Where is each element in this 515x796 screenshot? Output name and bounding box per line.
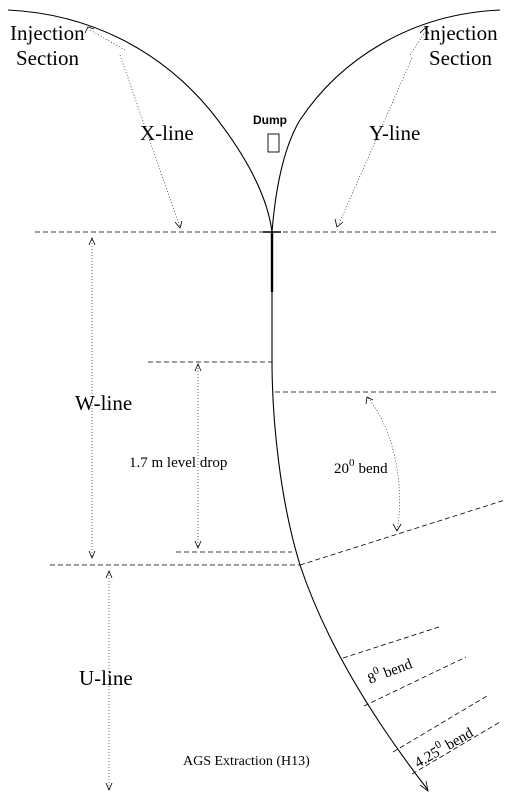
- bend20-word: bend: [359, 461, 389, 477]
- dump-box: [267, 133, 280, 153]
- bend20-value: 20: [334, 461, 349, 477]
- injection-left-word2: Section: [16, 46, 79, 70]
- u-line-arrowhead-bottom: [105, 782, 113, 792]
- bend425-line-lower: [411, 721, 501, 775]
- level-drop-label: 1.7 m level drop: [129, 455, 227, 471]
- bend20-arc: [367, 397, 400, 531]
- y-line-pointer-down: [337, 57, 413, 227]
- x-line-arrowhead-down: [174, 220, 183, 229]
- y-line-arrowhead-down: [334, 218, 344, 228]
- level-drop-arrowhead-bottom: [194, 540, 202, 550]
- y-line-label: Y-line: [369, 121, 420, 145]
- bend425-label: 4.250bend: [410, 721, 477, 771]
- x-line-pointer-up: [89, 29, 126, 51]
- bend8-line-lower: [363, 656, 467, 707]
- x-line-arrowhead-up: [84, 26, 95, 34]
- bend8-word: bend: [382, 656, 415, 682]
- bend20-degree: 0: [349, 457, 355, 469]
- w-line-label: W-line: [75, 391, 132, 415]
- w-line-arrowhead-bottom: [88, 550, 96, 560]
- bend425-line-upper: [392, 695, 488, 753]
- y-line-beam: [271, 9, 501, 233]
- bend20-arrowhead-top: [365, 396, 374, 405]
- u-line-label: U-line: [79, 666, 133, 690]
- w-line-beam: [271, 232, 301, 566]
- beam-exit-arrowhead: [419, 780, 429, 792]
- y-line-arrowhead-up: [419, 27, 430, 35]
- u-line-beam: [299, 564, 429, 791]
- injection-right-word2: Section: [429, 46, 492, 70]
- x-line-label: X-line: [140, 121, 194, 145]
- bend8-label: 80bend: [364, 652, 415, 687]
- level-drop-arrowhead-top: [194, 362, 202, 372]
- bend425-degree: 0: [433, 738, 444, 751]
- ags-extraction-label: AGS Extraction (H13): [183, 754, 310, 769]
- bend8-degree: 0: [371, 664, 381, 677]
- w-line-arrowhead-top: [88, 236, 96, 246]
- bend20-label: 200 bend: [334, 457, 388, 477]
- bend425-word: bend: [443, 725, 477, 754]
- injection-right-word1: Injection: [423, 21, 498, 45]
- bend20-slanted-line: [299, 499, 506, 566]
- bend8-line-upper: [342, 625, 443, 659]
- u-line-arrowhead-top: [105, 569, 113, 579]
- dump-label: Dump: [253, 113, 287, 127]
- injection-left-word1: Injection: [10, 21, 85, 45]
- x-line-beam: [7, 9, 273, 233]
- bend20-arrowhead-bottom: [392, 523, 402, 532]
- x-line-pointer-down: [119, 54, 181, 228]
